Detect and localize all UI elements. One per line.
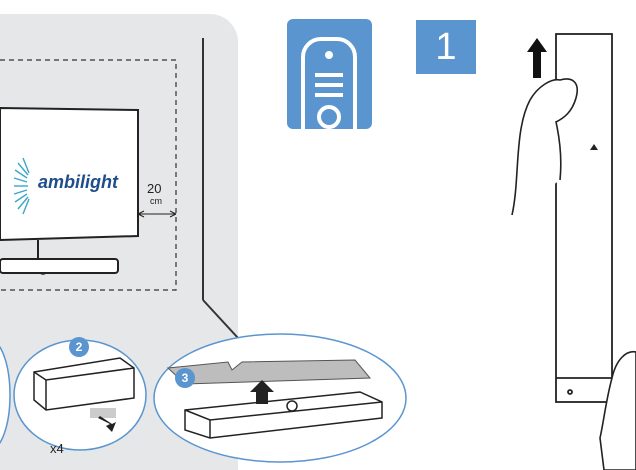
quantity-label: x4 bbox=[50, 441, 64, 456]
floor-edge-line bbox=[203, 300, 238, 338]
step-3-badge: 3 bbox=[175, 368, 195, 388]
remote-control-icon bbox=[287, 19, 372, 129]
distance-unit: cm bbox=[150, 196, 162, 206]
tv-brand-logo: ambilight bbox=[38, 172, 118, 193]
up-arrow-icon bbox=[527, 38, 547, 78]
soundbar bbox=[0, 259, 118, 273]
distance-value: 20 bbox=[147, 181, 161, 196]
step-2-badge: 2 bbox=[69, 337, 89, 357]
step-number-badge: 1 bbox=[416, 20, 476, 74]
